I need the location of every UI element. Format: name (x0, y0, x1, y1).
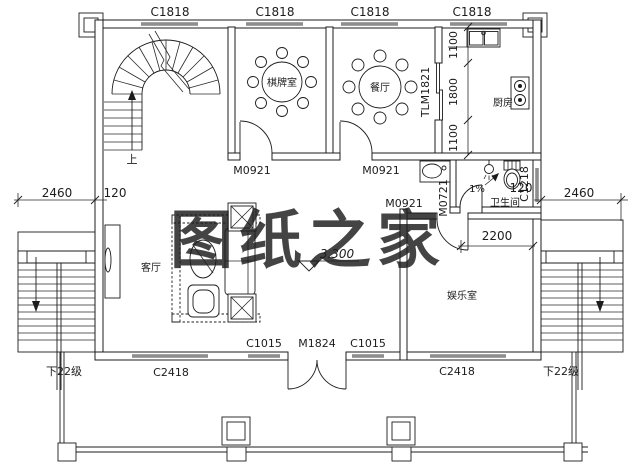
side-table (227, 293, 257, 323)
window-c2418-left (132, 354, 208, 358)
window-c1818-1 (141, 22, 198, 26)
window-label-c2418-left: C2418 (153, 366, 189, 379)
window-label-c1818-1: C1818 (151, 5, 190, 19)
mahjong-table-set (247, 47, 317, 117)
slope-label: 1% (469, 184, 485, 195)
round-table (358, 65, 402, 109)
windows (132, 22, 539, 358)
bathroom-fixtures (419, 160, 521, 190)
armchair (187, 284, 220, 318)
window-label-c1015-left: C1015 (246, 337, 282, 350)
dim-1800: 1800 (447, 78, 460, 106)
porch-column (221, 416, 251, 462)
terrace-corner-post (57, 442, 77, 462)
stairs-down-arrowhead (596, 301, 604, 312)
door-label-m0921-a: M0921 (233, 164, 271, 177)
window-c1218 (535, 168, 539, 202)
window-c1818-2 (246, 22, 303, 26)
terrace (57, 352, 588, 462)
entry-double-door-m1824 (287, 359, 347, 390)
door-dining-m0921 (339, 120, 373, 154)
window-c2418-right (430, 354, 506, 358)
dining-table-set (342, 49, 418, 125)
stairs-up-arrowhead (128, 90, 136, 100)
door-mahjong-m0921 (239, 120, 273, 154)
elevation-marker (297, 260, 359, 272)
room-label-living: 客厅 (141, 261, 161, 274)
door-label-m1824: M1824 (298, 337, 336, 350)
window-label-c1818-3: C1818 (351, 5, 390, 19)
tv-table (189, 239, 217, 279)
porch-column (386, 416, 416, 462)
window-label-c1015-right: C1015 (350, 337, 386, 350)
toilet (503, 160, 521, 190)
spiral-staircase (104, 30, 221, 151)
window-label-c1218: C1218 (518, 166, 531, 202)
door-label-tlm1821: TLM1821 (419, 67, 432, 118)
window-label-c2418-right: C2418 (439, 365, 475, 378)
dim-1100-bottom: 1100 (447, 124, 460, 152)
dim-2460-right: 2460 (564, 186, 595, 200)
dim-1100-top: 1100 (447, 31, 460, 59)
stair-break-line (154, 30, 190, 90)
door-bathroom-m0721 (459, 184, 483, 208)
door-label-m0921-b: M0921 (362, 164, 400, 177)
round-table (261, 61, 303, 103)
rug-edge (171, 313, 261, 323)
room-label-bathroom: 卫生间 (490, 196, 520, 209)
kitchen-sink (466, 28, 501, 48)
stairs-down-label-right: 下22级 (543, 365, 579, 378)
rug-edge (171, 214, 181, 323)
stairs-down-label-left: 下22级 (46, 365, 82, 378)
watermark-text: 图纸之家 (170, 204, 446, 277)
window-c1015-right (352, 354, 384, 358)
rug-edge (171, 214, 261, 224)
slope-leader (484, 173, 499, 186)
dim-120-left: 120 (104, 186, 127, 200)
door-label-m0921-c: M0921 (385, 197, 423, 210)
dimension-lines (13, 22, 628, 253)
room-label-mahjong: 棋牌室 (267, 76, 297, 89)
dim-2460-left: 2460 (42, 186, 73, 200)
stair-break-line (148, 33, 184, 93)
window-c1818-4 (450, 22, 507, 26)
window-c1818-3 (341, 22, 398, 26)
terrace-corner-post (563, 442, 583, 462)
room-label-entertainment: 娱乐室 (447, 289, 477, 302)
elevation-label: 3.300 (320, 247, 355, 261)
shower-head (483, 160, 495, 180)
labels: C1818 C1818 C1818 C1818 TLM1821 1100 180… (42, 5, 595, 379)
door-label-m0721: M0721 (437, 179, 450, 217)
window-c1015-left (248, 354, 280, 358)
wall-cabinet (104, 224, 121, 299)
doors (239, 62, 483, 390)
window-label-c1818-4: C1818 (453, 5, 492, 19)
sliding-door-tlm1821 (436, 62, 443, 121)
door-entertainment-m0921 (436, 218, 469, 251)
stairs-up-label: 上 (127, 153, 138, 166)
interior-walls (227, 26, 542, 361)
kitchen-stove (510, 76, 530, 110)
dim-2200: 2200 (482, 229, 513, 243)
dim-120-right: 120 (510, 181, 533, 195)
washbasin (419, 160, 451, 183)
room-label-dining: 餐厅 (370, 81, 390, 94)
living-room-furniture (104, 202, 261, 323)
side-table (227, 202, 257, 232)
room-label-kitchen: 厨房 (493, 96, 513, 109)
window-label-c1818-2: C1818 (256, 5, 295, 19)
external-stairs-left (17, 231, 96, 390)
kitchen-fixtures (448, 28, 530, 110)
stairs-down-arrowhead (32, 301, 40, 312)
